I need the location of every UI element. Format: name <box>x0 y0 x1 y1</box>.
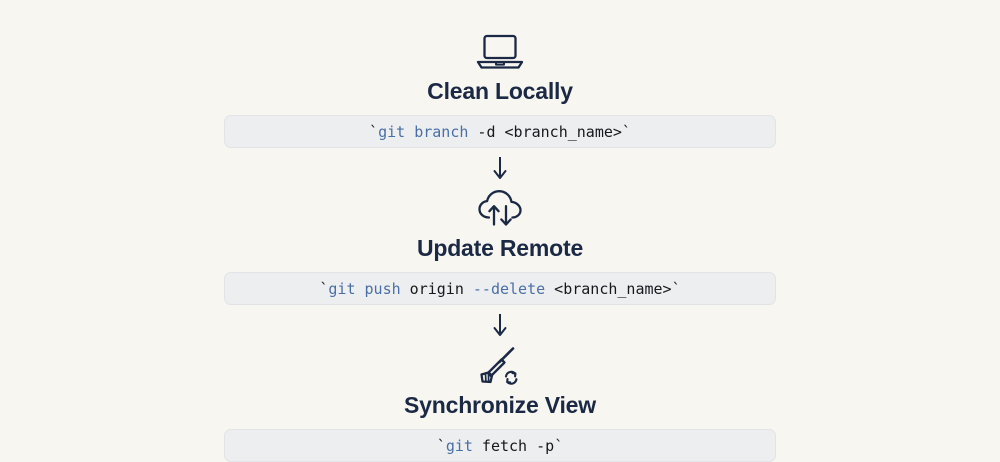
command-text: `git push origin --delete <branch_name>` <box>319 279 681 298</box>
step-clean-locally: Clean Locally `git branch -d <branch_nam… <box>224 31 776 148</box>
command-code-block: `git branch -d <branch_name>` <box>224 115 776 148</box>
command-text: `git fetch -p` <box>436 436 564 455</box>
step-update-remote: Update Remote `git push origin --delete … <box>224 186 776 305</box>
step-title: Synchronize View <box>404 392 596 418</box>
cloud-sync-icon <box>471 186 529 230</box>
step-title: Clean Locally <box>427 78 573 104</box>
command-text: `git branch -d <branch_name>` <box>369 122 631 141</box>
broom-refresh-icon <box>474 343 526 387</box>
command-code-block: `git push origin --delete <branch_name>` <box>224 272 776 305</box>
step-synchronize-view: Synchronize View `git fetch -p` <box>224 343 776 462</box>
arrow-down-icon <box>490 155 510 183</box>
step-title: Update Remote <box>416 235 584 261</box>
arrow-down-icon <box>490 312 510 340</box>
laptop-icon <box>472 31 528 73</box>
command-code-block: `git fetch -p` <box>224 429 776 462</box>
